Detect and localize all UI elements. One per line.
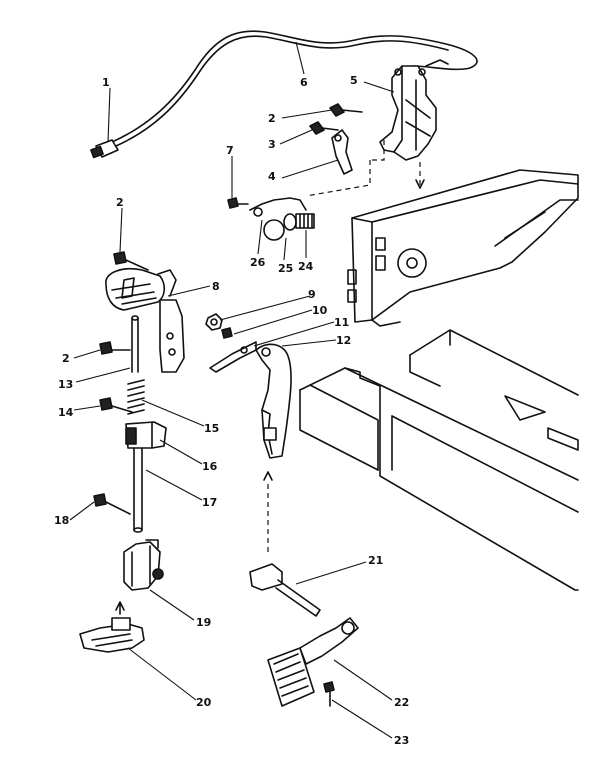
- callout-21: 21: [368, 554, 383, 567]
- callout-2: 2: [62, 352, 70, 365]
- callout-4: 4: [268, 170, 276, 183]
- clip-assembly: [227, 197, 315, 241]
- callout-2: 2: [116, 196, 124, 209]
- callout-20: 20: [196, 696, 212, 709]
- callout-7: 7: [226, 144, 234, 157]
- link-11: [209, 341, 257, 373]
- shank-19: [123, 539, 164, 591]
- callout-3: 3: [268, 138, 276, 151]
- callout-14: 14: [58, 406, 74, 419]
- cable-6: [111, 30, 478, 147]
- callout-19: 19: [196, 616, 211, 629]
- bracket-5: [379, 59, 449, 161]
- plug-1: [90, 139, 119, 159]
- callout-11: 11: [334, 316, 349, 329]
- callout-18: 18: [54, 514, 69, 527]
- callout-13: 13: [58, 378, 73, 391]
- rod-13: [131, 315, 139, 373]
- callout-1: 1: [102, 76, 110, 89]
- screw-2-mid: [113, 251, 149, 271]
- callout-22: 22: [394, 696, 409, 709]
- presser-foot-20: [79, 617, 145, 653]
- guide-16: [125, 421, 167, 449]
- leader-lines: [69, 41, 395, 739]
- callout-8: 8: [212, 280, 220, 293]
- lever-12: [255, 343, 292, 459]
- callout-16: 16: [202, 460, 218, 473]
- arrow-top: [415, 179, 425, 189]
- screw-2-top: [329, 103, 363, 117]
- screw-23: [323, 681, 335, 707]
- nut-9: [205, 313, 223, 331]
- pedal-22: [267, 617, 359, 707]
- callout-12: 12: [336, 334, 351, 347]
- arrow-lever: [263, 471, 273, 481]
- machine-bed: [299, 329, 579, 591]
- bar-17: [133, 447, 143, 533]
- callout-15: 15: [204, 422, 219, 435]
- callout-25: 25: [278, 262, 293, 275]
- lift-rod-21: [249, 563, 321, 617]
- callout-numbers: 1 2 2 2 3 4 5 6 7 8 9 10 11 12 13 14 15 …: [54, 74, 409, 747]
- callout-23: 23: [394, 734, 409, 747]
- callout-6: 6: [300, 76, 308, 89]
- callout-26: 26: [250, 256, 266, 269]
- callout-2: 2: [268, 112, 276, 125]
- screw-18: [93, 493, 131, 515]
- callout-5: 5: [350, 74, 358, 87]
- screw-2-left: [99, 341, 131, 355]
- callout-9: 9: [308, 288, 316, 301]
- arrow-shank: [115, 601, 125, 615]
- screw-14: [99, 397, 133, 413]
- screw-10: [221, 327, 233, 339]
- lever-4: [331, 129, 353, 175]
- callout-24: 24: [298, 260, 314, 273]
- spring-15: [127, 379, 145, 415]
- callout-17: 17: [202, 496, 217, 509]
- dashed-guide-top: [305, 140, 421, 197]
- screw-3: [309, 121, 339, 135]
- callout-10: 10: [312, 304, 328, 317]
- cam-8: [105, 268, 185, 373]
- machine-arm: [347, 169, 579, 327]
